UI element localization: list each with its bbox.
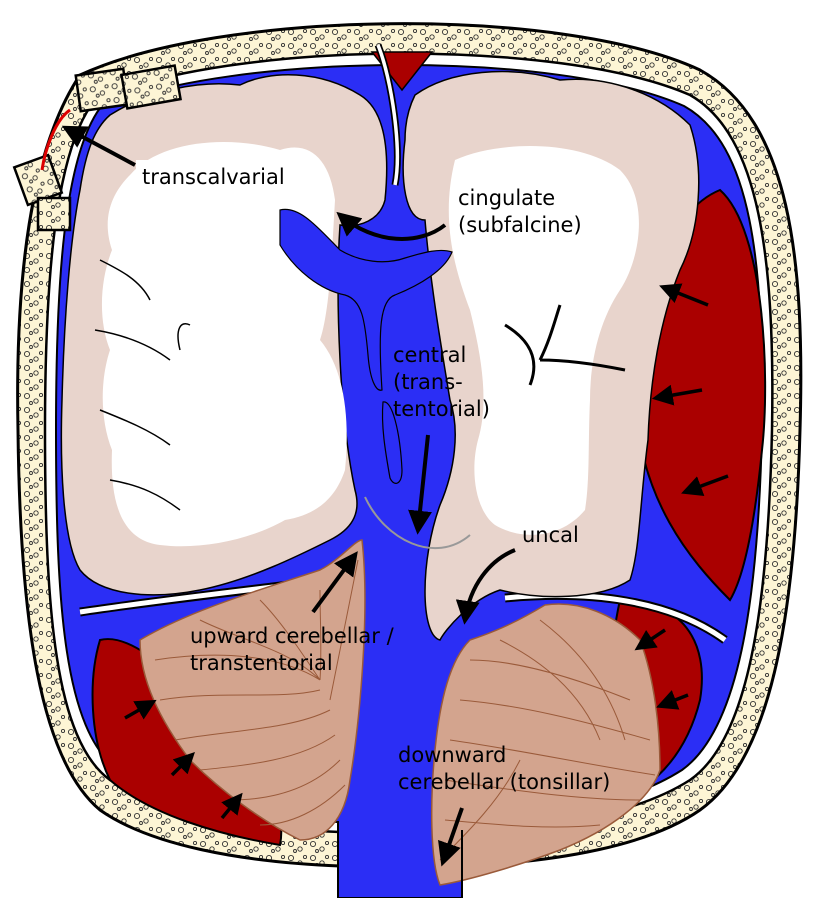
left-sulci	[94, 259, 191, 511]
labels: transcalvarial cingulate (subfalcine) ce…	[136, 160, 610, 794]
arrow-hematoma-2	[651, 384, 703, 406]
arrow-downward	[438, 807, 464, 867]
label-central-1: central	[393, 343, 466, 367]
label-central-2: (trans-	[393, 370, 463, 394]
label-cingulate-2: (subfalcine)	[458, 213, 582, 237]
skull-fragment-2	[120, 64, 182, 110]
label-upward-1: upward cerebellar /	[190, 624, 395, 648]
herniation-arrows	[61, 125, 729, 867]
arrow-upward	[311, 551, 358, 614]
right-sulcus	[504, 304, 626, 386]
label-uncal: uncal	[522, 523, 579, 547]
lateral-ventricles	[279, 208, 453, 391]
arrow-hematoma-3	[681, 474, 729, 496]
arrow-posterior-left-3	[220, 792, 243, 820]
label-downward-1: downward	[398, 743, 506, 767]
left-white-matter	[101, 142, 347, 547]
arrow-cingulate	[336, 211, 447, 241]
label-downward-2: cerebellar (tonsillar)	[398, 770, 610, 794]
cerebellum-right-body	[430, 603, 661, 886]
scalp-edge	[40, 108, 71, 171]
cerebellum-right-folia	[439, 619, 656, 861]
brainstem-edges	[337, 830, 463, 898]
skull-fragment-4	[36, 196, 72, 232]
arrow-central	[408, 434, 432, 535]
arrow-posterior-left-2	[170, 752, 195, 777]
arrow-posterior-right-1	[634, 628, 666, 651]
arrow-transcalvarial	[61, 125, 136, 167]
arrow-uncal	[455, 548, 516, 625]
tentorial-notch	[364, 496, 471, 550]
arrow-posterior-left-1	[124, 699, 157, 720]
falx	[376, 44, 400, 186]
cerebellum-left-folia	[154, 559, 359, 826]
label-transcalvarial: transcalvarial	[142, 165, 285, 189]
label-bg-transcalvarial	[136, 160, 294, 188]
third-ventricle	[381, 401, 403, 484]
label-cingulate-1: cingulate	[458, 186, 555, 210]
arrow-posterior-right-2	[656, 690, 689, 710]
skull-fragments	[12, 64, 182, 232]
label-upward-2: transtentorial	[190, 651, 333, 675]
cerebellum-right	[430, 603, 661, 886]
right-white-matter	[448, 146, 639, 535]
label-central-3: tentorial)	[393, 397, 490, 421]
arrow-hematoma-1	[659, 283, 709, 307]
